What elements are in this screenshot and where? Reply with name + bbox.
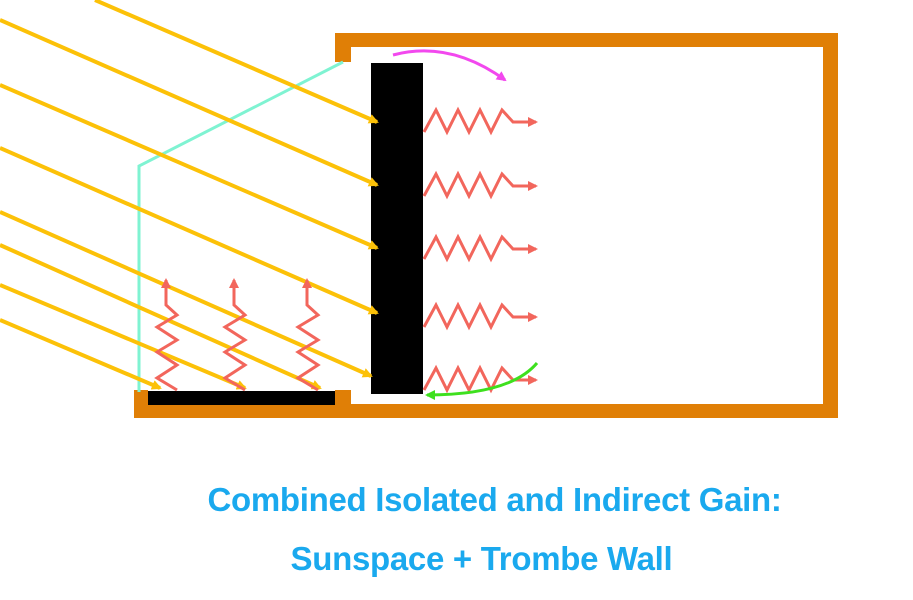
- sun-ray-arrow-icon: [0, 318, 162, 390]
- sunspace-glazing: [137, 60, 344, 392]
- heat-wave-arrow-icon: [422, 106, 538, 136]
- sun-ray-arrow-icon: [0, 83, 379, 250]
- sun-ray-arrow-icon: [0, 210, 373, 378]
- heat-wave-up-icon: [295, 278, 321, 392]
- heat-wave-arrow-icon: [422, 233, 538, 263]
- cool-air-flow-arrow-icon: [425, 362, 539, 400]
- sunspace-floor-slab: [148, 391, 335, 405]
- sun-ray-arrow-icon: [0, 243, 322, 390]
- warm-air-flow-arrow-icon: [392, 49, 507, 82]
- sunspace-heat-radiation: [154, 278, 321, 392]
- sun-ray-arrow-icon: [0, 146, 379, 315]
- caption-line-2: Sunspace + Trombe Wall: [290, 540, 673, 577]
- caption-line-1: Combined Isolated and Indirect Gain:: [207, 481, 782, 518]
- heat-wave-arrow-icon: [422, 170, 538, 200]
- heat-wave-up-icon: [222, 278, 248, 392]
- sun-rays: [0, 0, 379, 390]
- sun-ray-arrow-icon: [94, 0, 379, 124]
- heat-wave-arrow-icon: [422, 364, 538, 394]
- building-frame: [134, 33, 838, 418]
- interior-heat-radiation: [422, 106, 538, 394]
- heat-wave-arrow-icon: [422, 301, 538, 331]
- trombe-wall: [371, 63, 423, 394]
- sun-ray-arrow-icon: [0, 18, 379, 187]
- heat-wave-up-icon: [154, 278, 180, 392]
- sun-ray-arrow-icon: [0, 283, 247, 390]
